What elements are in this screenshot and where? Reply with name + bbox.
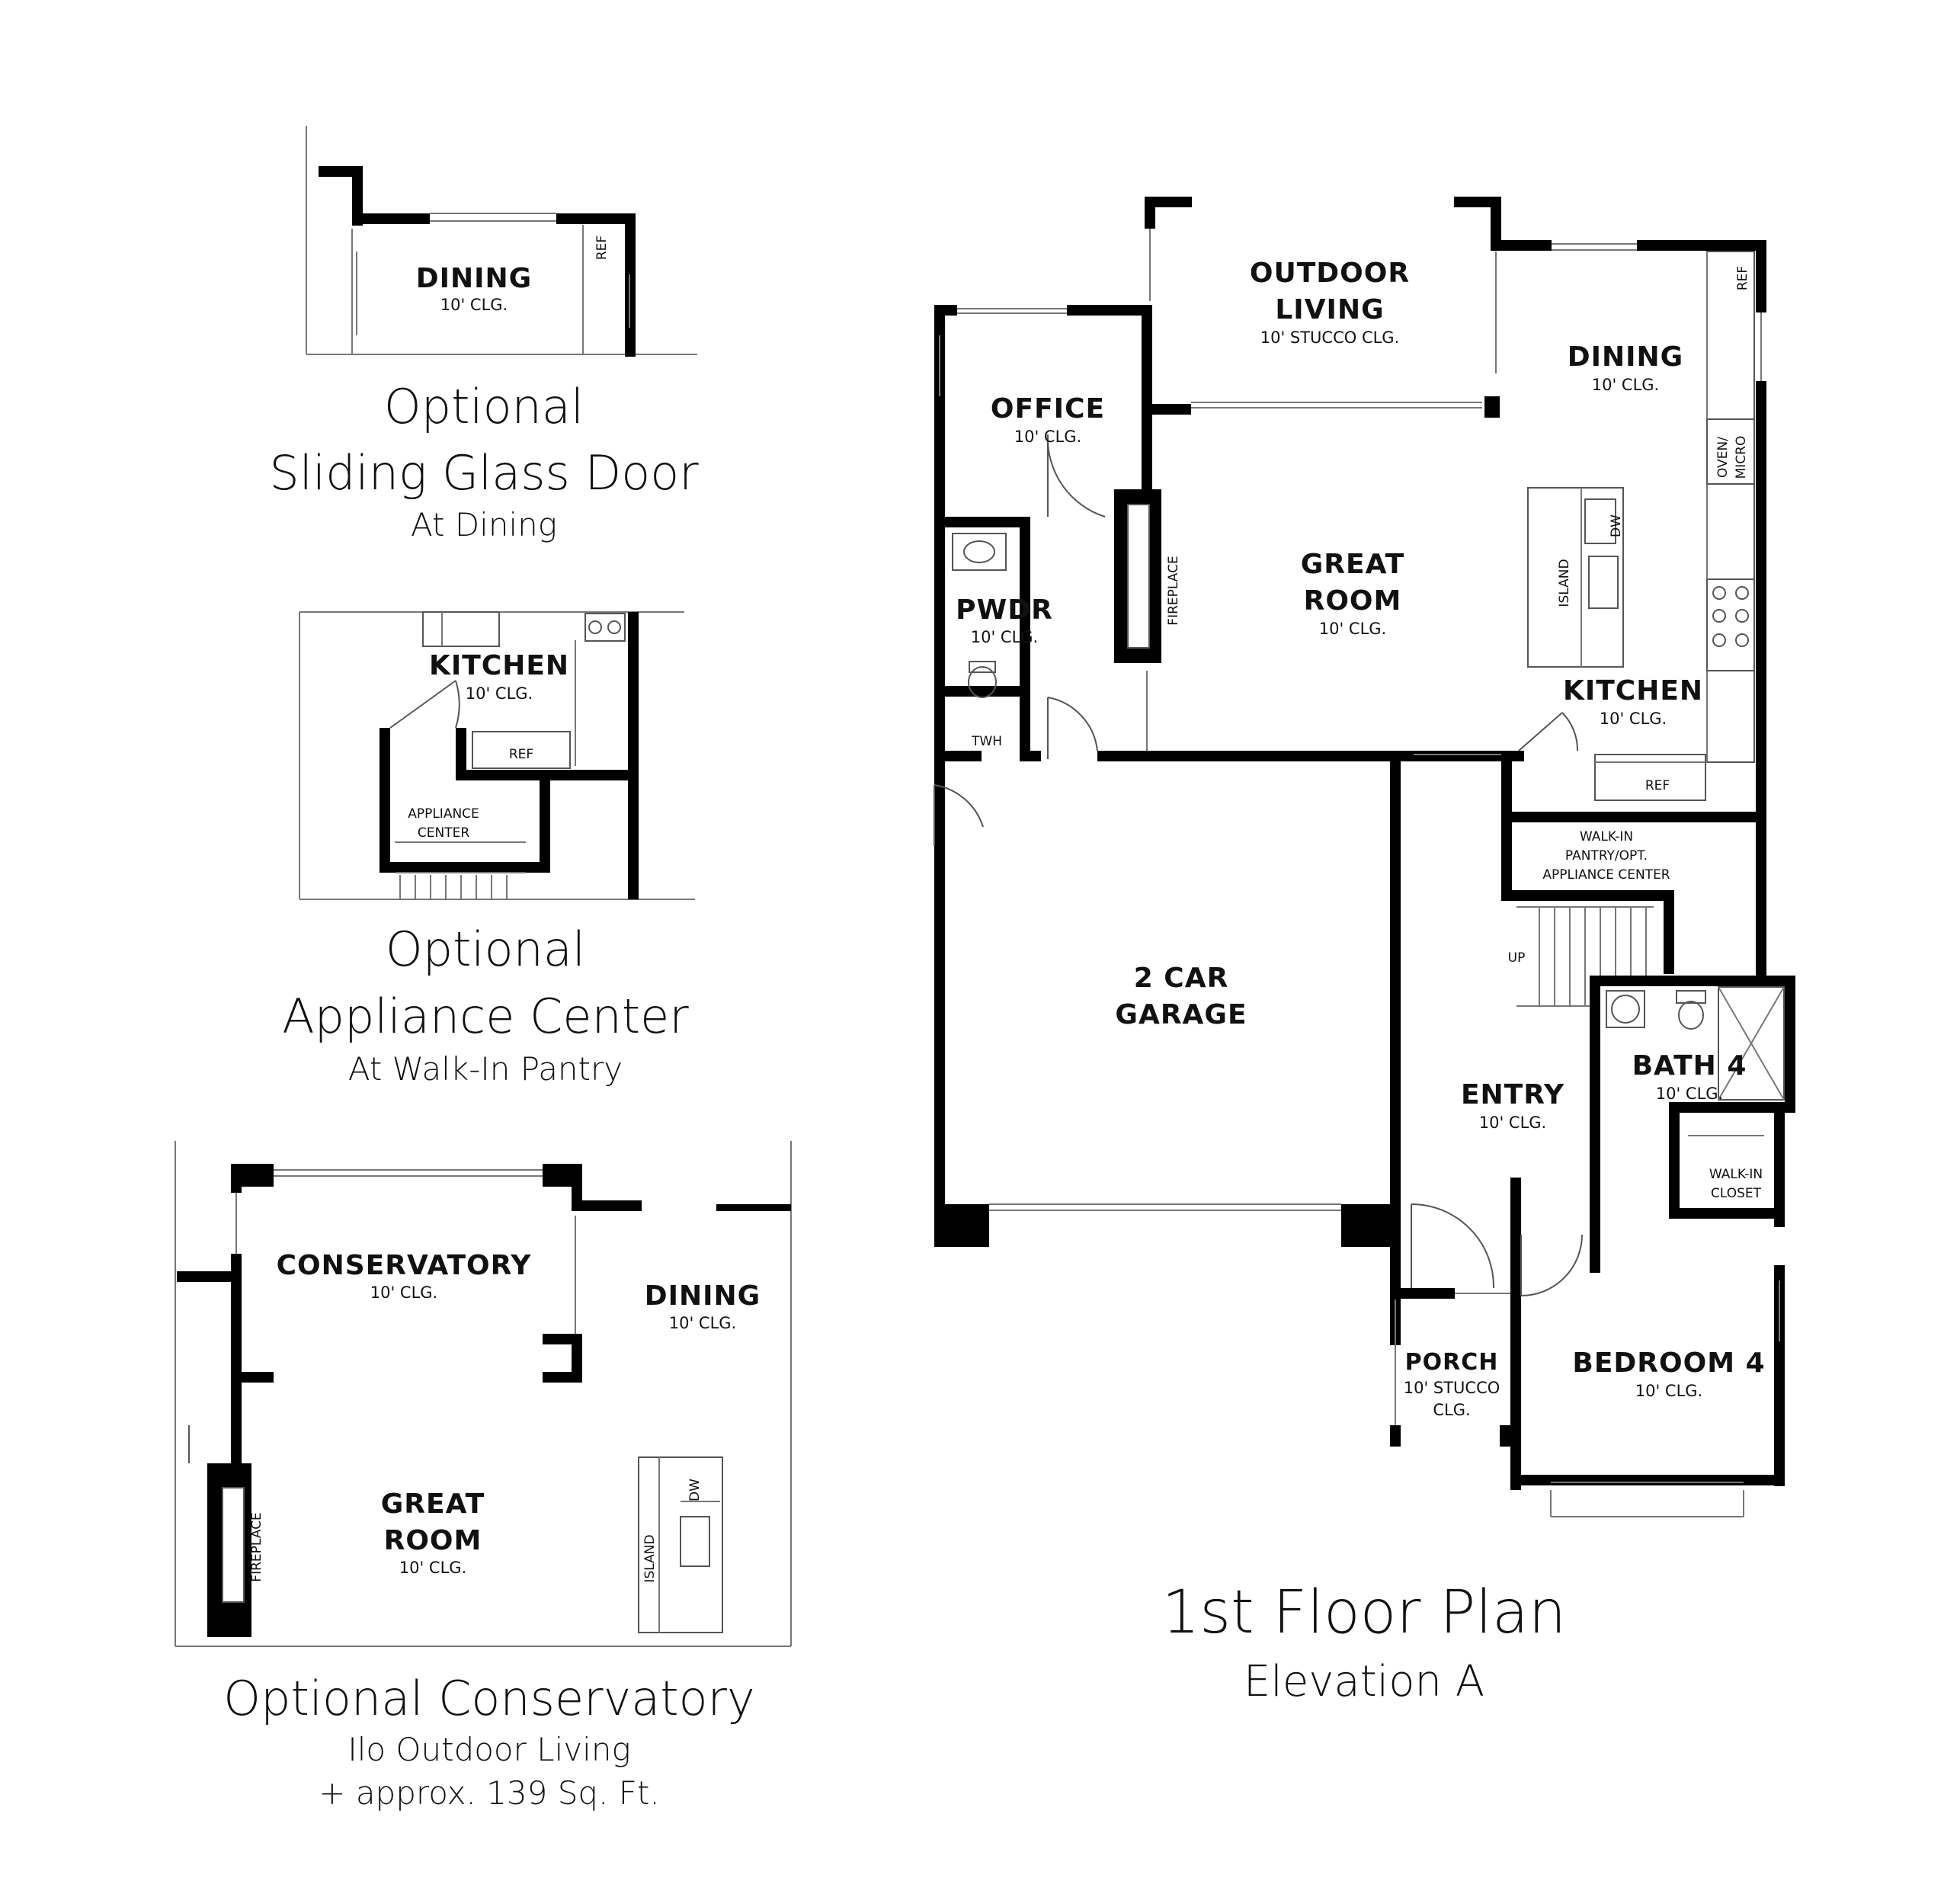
outdoor-living-clg: 10' STUCCO CLG.: [1260, 328, 1400, 347]
opt-cons-subtitle-line1: Ilo Outdoor Living: [347, 1731, 630, 1768]
pwdr-label: PWDR: [956, 594, 1053, 626]
opt-cons-great-room-clg: 10' CLG.: [399, 1559, 466, 1577]
kitchen-ref-label: REF: [1645, 778, 1670, 793]
opt-ac-subtitle: At Walk-In Pantry: [348, 1050, 623, 1088]
great-room-label-line1: GREAT: [1301, 549, 1404, 580]
oven-micro-label-line1: OVEN/: [1715, 437, 1731, 478]
opt-sgd-dining-clg: 10' CLG.: [440, 296, 508, 314]
pantry-label-line2: PANTRY/OPT.: [1565, 848, 1648, 864]
opt-cons-dw-label: DW: [687, 1479, 703, 1501]
opt-cons-conservatory-clg: 10' CLG.: [370, 1283, 437, 1302]
outdoor-living-label-line2: LIVING: [1275, 294, 1384, 325]
opt-ac-appliance-line1: APPLIANCE: [408, 806, 479, 822]
garage-label-line2: GARAGE: [1115, 999, 1247, 1030]
office-label: OFFICE: [991, 393, 1105, 425]
garage-label-line1: 2 CAR: [1134, 963, 1229, 994]
bedroom4-clg: 10' CLG.: [1635, 1382, 1702, 1400]
stairs-up-label: UP: [1508, 950, 1526, 966]
opt-cons-fireplace-label: FIREPLACE: [249, 1512, 264, 1581]
opt-sgd-title-line1: Optional: [384, 379, 584, 434]
option-sliding-glass-door: DINING 10' CLG. REF Optional Sliding Gla…: [269, 126, 699, 543]
opt-cons-great-room-line1: GREAT: [381, 1488, 485, 1520]
dw-label: DW: [1609, 514, 1624, 537]
plan-title: 1st Floor Plan: [1162, 1578, 1566, 1647]
opt-ac-kitchen-clg: 10' CLG.: [466, 684, 533, 703]
outdoor-living-label-line1: OUTDOOR: [1250, 258, 1410, 289]
opt-cons-subtitle-line2: + approx. 139 Sq. Ft.: [319, 1774, 659, 1812]
opt-ac-appliance-line2: CENTER: [418, 825, 469, 841]
pantry-label-line1: WALK-IN: [1580, 829, 1633, 844]
porch-clg-line1: 10' STUCCO: [1404, 1379, 1500, 1397]
opt-sgd-dining-label: DINING: [416, 263, 532, 294]
bath4-clg: 10' CLG.: [1656, 1085, 1723, 1103]
walkin-closet-label-line1: WALK-IN: [1709, 1167, 1763, 1182]
plan-subtitle: Elevation A: [1244, 1657, 1484, 1706]
oven-micro-label-line2: MICRO: [1734, 436, 1749, 479]
kitchen-label: KITCHEN: [1563, 675, 1703, 707]
pwdr-clg: 10' CLG.: [971, 628, 1038, 646]
opt-sgd-ref-label: REF: [594, 236, 610, 260]
opt-ac-ref-label: REF: [509, 747, 533, 762]
island-label: ISLAND: [1557, 559, 1572, 607]
dining-clg: 10' CLG.: [1592, 376, 1659, 394]
kitchen-clg: 10' CLG.: [1600, 710, 1667, 728]
fireplace-label: FIREPLACE: [1166, 556, 1181, 625]
pantry-label-line3: APPLIANCE CENTER: [1542, 867, 1670, 883]
opt-cons-dining-clg: 10' CLG.: [669, 1314, 736, 1332]
opt-cons-dining-label: DINING: [645, 1280, 761, 1312]
porch-clg-line2: CLG.: [1433, 1401, 1470, 1419]
bath4-label: BATH 4: [1632, 1050, 1747, 1081]
main-floor-plan: OUTDOOR LIVING 10' STUCCO CLG. DINING 10…: [934, 197, 1795, 1706]
bedroom4-label: BEDROOM 4: [1572, 1347, 1765, 1379]
option-conservatory: CONSERVATORY 10' CLG. DINING 10' CLG. GR…: [175, 1141, 792, 1812]
great-room-label-line2: ROOM: [1304, 585, 1402, 617]
option-appliance-center: KITCHEN 10' CLG. REF APPLIANCE CENTER Op…: [282, 611, 695, 1088]
porch-label: PORCH: [1405, 1349, 1499, 1376]
opt-ac-title-line2: Appliance Center: [282, 989, 689, 1044]
great-room-clg: 10' CLG.: [1319, 620, 1386, 638]
opt-sgd-subtitle: At Dining: [411, 506, 557, 543]
opt-sgd-title-line2: Sliding Glass Door: [269, 445, 699, 501]
dining-label: DINING: [1568, 341, 1683, 373]
opt-ac-kitchen-label: KITCHEN: [429, 650, 569, 681]
opt-ac-title-line1: Optional: [386, 921, 585, 977]
opt-cons-conservatory-label: CONSERVATORY: [277, 1250, 532, 1281]
opt-cons-island-label: ISLAND: [642, 1534, 658, 1582]
opt-cons-great-room-line2: ROOM: [384, 1525, 482, 1556]
dining-ref-label: REF: [1735, 266, 1750, 290]
office-clg: 10' CLG.: [1014, 428, 1081, 446]
entry-clg: 10' CLG.: [1479, 1114, 1546, 1132]
entry-label: ENTRY: [1461, 1079, 1564, 1110]
walkin-closet-label-line2: CLOSET: [1711, 1186, 1762, 1201]
opt-cons-title: Optional Conservatory: [223, 1671, 754, 1726]
twh-label: TWH: [971, 734, 1002, 749]
